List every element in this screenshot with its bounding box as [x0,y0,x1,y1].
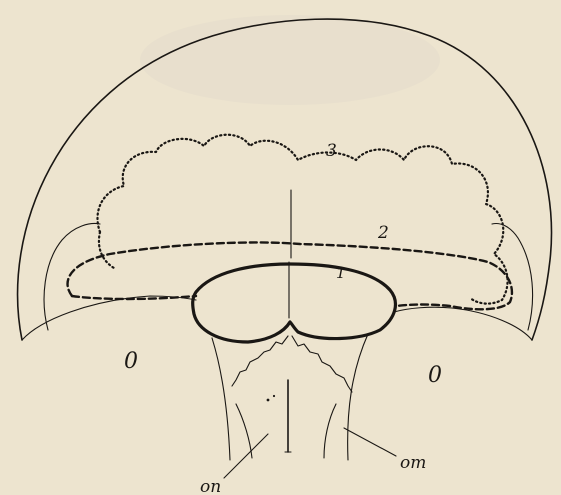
label-outline-3: 3 [326,141,337,161]
paper-stain [140,15,440,105]
label-outline-1: 1 [336,264,346,282]
speck-2 [273,395,275,397]
label-om: om [400,453,426,473]
label-on: on [200,477,221,495]
label-right-region: 0 [428,363,442,388]
label-left-region: 0 [124,349,138,374]
speck-1 [267,399,270,402]
label-outline-2: 2 [377,223,389,243]
